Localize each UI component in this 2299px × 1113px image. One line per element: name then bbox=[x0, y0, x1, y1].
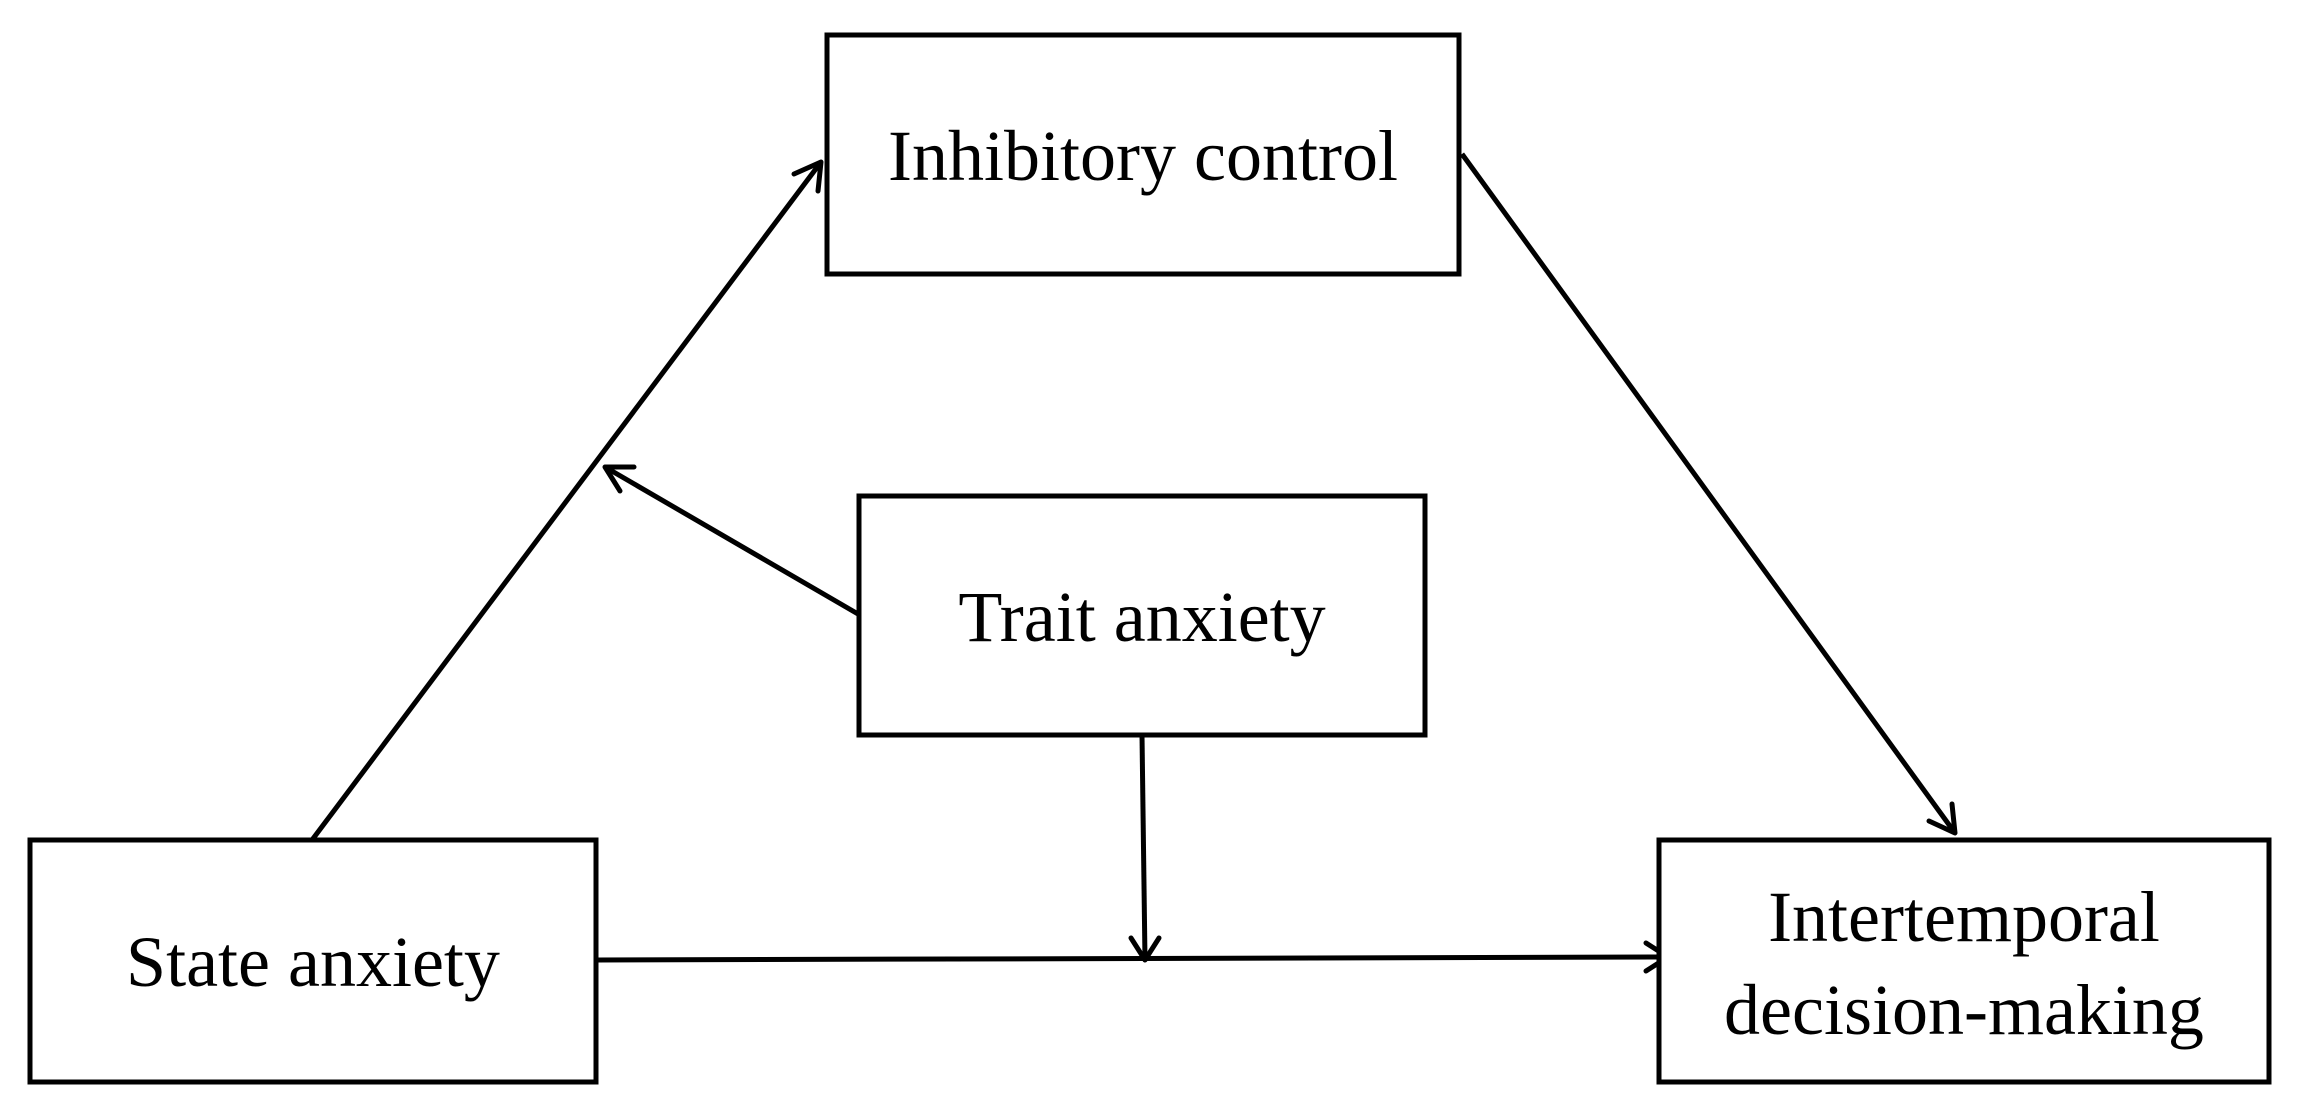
node-state-anxiety: State anxiety bbox=[27, 837, 599, 1085]
node-label: Inhibitory control bbox=[888, 116, 1398, 196]
arrowhead-icon bbox=[791, 159, 824, 194]
node-trait-anxiety: Trait anxiety bbox=[856, 493, 1428, 738]
edge-inhibitory-to-intertemporal bbox=[1459, 152, 1958, 836]
node-inhibitory-control: Inhibitory control bbox=[824, 32, 1462, 277]
edge-state-to-intertemporal bbox=[596, 940, 1671, 974]
edge-state-to-inhibitory bbox=[310, 159, 824, 842]
node-label-line-2: decision-making bbox=[1724, 970, 2204, 1050]
node-label: State anxiety bbox=[126, 922, 500, 1002]
node-label-line-1: Intertemporal bbox=[1768, 877, 2160, 957]
node-intertemporal-decision-making: Intertemporal decision-making bbox=[1656, 837, 2272, 1085]
edge-trait-moderates-direct-path bbox=[1128, 734, 1162, 963]
arrowhead-icon bbox=[1926, 801, 1958, 836]
node-label: Trait anxiety bbox=[958, 577, 1325, 657]
arrowhead-icon bbox=[602, 464, 637, 494]
arrowhead-icon bbox=[1128, 935, 1162, 963]
edge-trait-moderates-a-path bbox=[602, 464, 860, 617]
